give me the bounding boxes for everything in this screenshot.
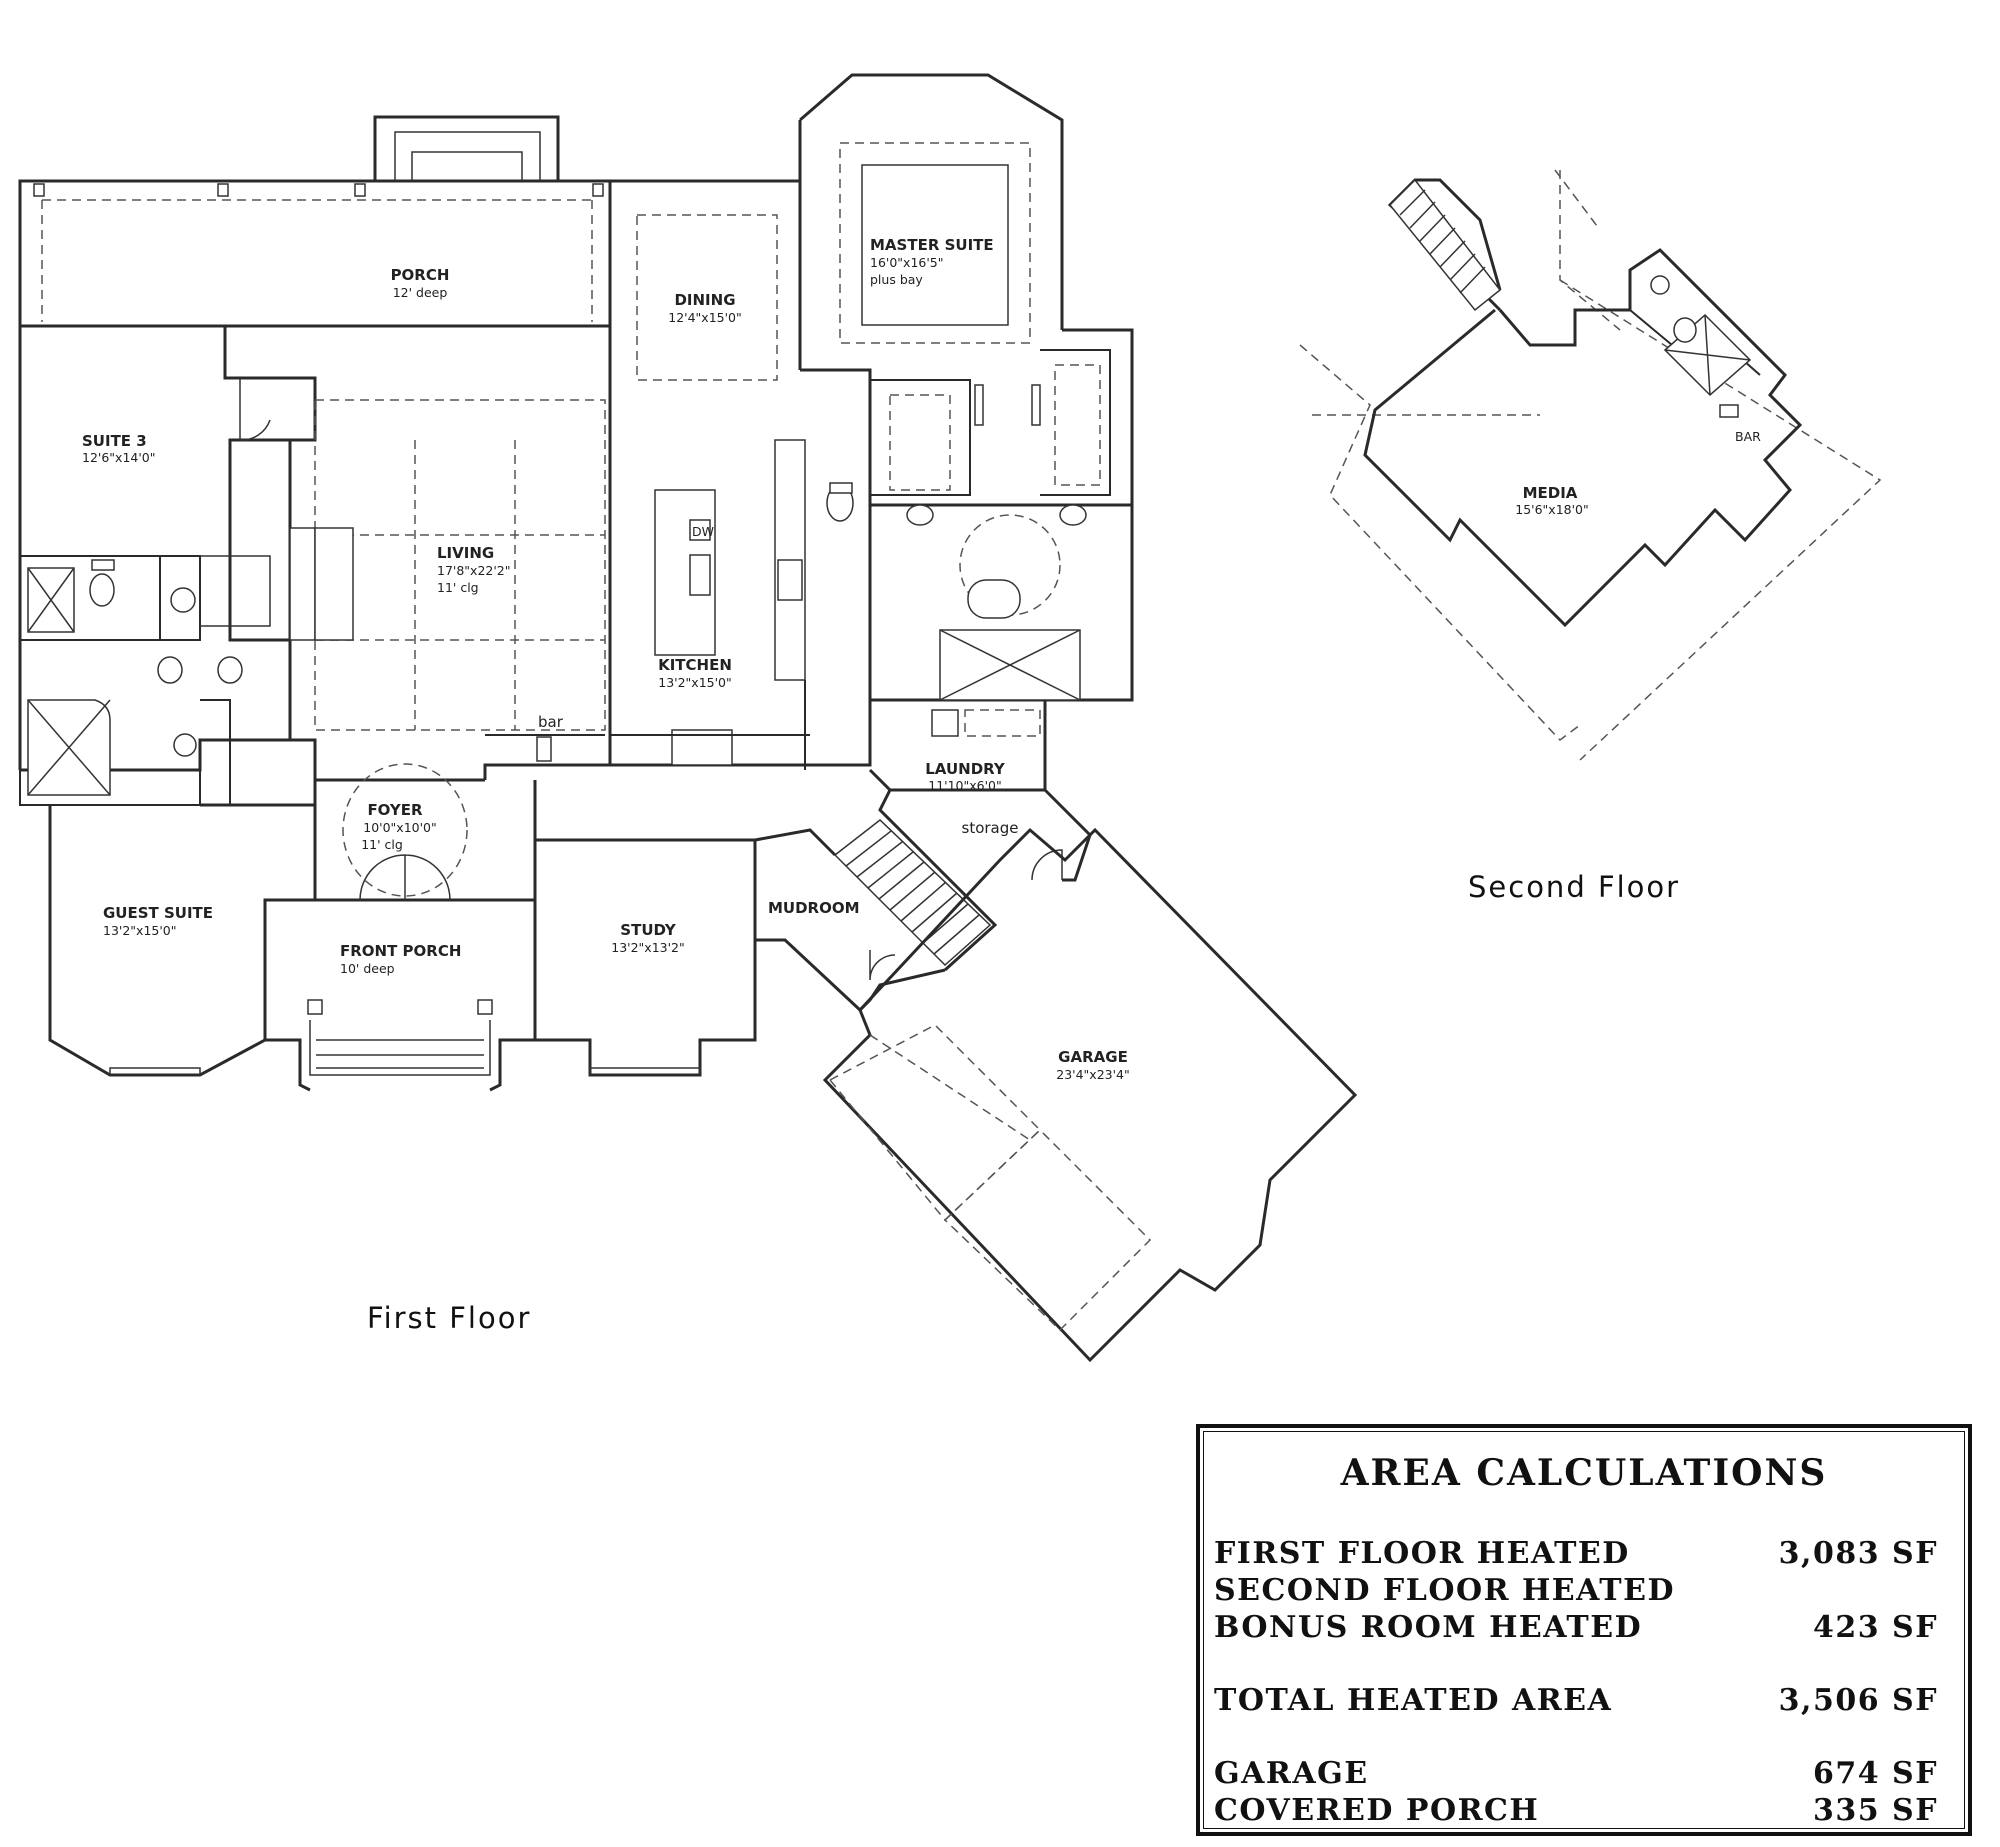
area-calculations-table: AREA CALCULATIONS FIRST FLOOR HEATED 3,0… [1196,1424,1972,1836]
area-value: 335 SF [1812,1793,1938,1828]
bar-label: bar [538,713,564,731]
kitchen-dim: 13'2"x15'0" [658,675,732,690]
foyer-note: 11' clg [361,837,403,852]
foyer-label: FOYER [367,801,423,819]
study-label: STUDY [620,921,677,939]
dining-label: DINING [674,291,735,309]
mudroom-label: MUDROOM [768,899,860,917]
guest-suite [48,803,317,1077]
area-row-covered-porch: COVERED PORCH 335 SF [1214,1793,1938,1833]
stairs-first-floor [833,819,992,967]
study-room [535,838,757,1077]
garage-dim: 23'4"x23'4" [1056,1067,1130,1082]
second-floor-plan: MEDIA 15'6"x18'0" BAR Second Floor [1299,169,1882,904]
first-floor-plan: PORCH 12' deep DINING 12'4"x15'0" MASTER… [18,73,1358,1363]
front-porch-label: FRONT PORCH [340,942,461,960]
area-row-bonus-room: BONUS ROOM HEATED 423 SF [1214,1610,1938,1650]
suite3-dim: 12'6"x14'0" [82,450,156,465]
area-row-total: TOTAL HEATED AREA 3,506 SF [1214,1683,1938,1723]
area-label: FIRST FLOOR HEATED [1214,1536,1630,1571]
area-row-second-floor: SECOND FLOOR HEATED [1214,1573,1938,1613]
master-suite [826,142,1111,701]
rear-porch [18,115,612,328]
garage [822,827,1358,1363]
area-value: 3,083 SF [1778,1536,1938,1571]
area-label: SECOND FLOOR HEATED [1214,1573,1676,1608]
dining-kitchen [610,214,810,770]
second-floor-title: Second Floor [1468,870,1680,904]
dining-dim: 12'4"x15'0" [668,310,742,325]
area-row-first-floor: FIRST FLOOR HEATED 3,083 SF [1214,1536,1938,1576]
area-value: 674 SF [1812,1756,1938,1791]
garage-label: GARAGE [1058,1048,1128,1066]
area-label: GARAGE [1214,1756,1369,1791]
area-calculations-inner-border [1203,1431,1965,1829]
laundry-label: LAUNDRY [925,760,1006,778]
master-suite-label: MASTER SUITE [870,236,994,254]
media-dim: 15'6"x18'0" [1515,502,1589,517]
area-label: BONUS ROOM HEATED [1214,1610,1643,1645]
guest-bath-block [19,640,317,900]
living-dim: 17'8"x22'2" [437,563,511,578]
living-label: LIVING [437,544,494,562]
front-porch-dim: 10' deep [340,961,395,976]
laundry-dim: 11'10"x6'0" [928,778,1002,793]
guest-suite-dim: 13'2"x15'0" [103,923,177,938]
kitchen-label: KITCHEN [658,656,732,674]
area-label: TOTAL HEATED AREA [1214,1683,1613,1718]
area-value: 423 SF [1812,1610,1938,1645]
master-suite-note: plus bay [870,272,923,287]
suite3-label: SUITE 3 [82,432,147,450]
bar-label-second-floor: BAR [1735,429,1761,444]
media-label: MEDIA [1523,484,1578,502]
dishwasher-label: DW [692,524,714,539]
foyer-dim: 10'0"x10'0" [363,820,437,835]
laundry-storage [868,700,1092,972]
living-room [289,399,606,762]
area-value: 3,506 SF [1778,1683,1938,1718]
area-calculations-title: AREA CALCULATIONS [1340,1452,1828,1494]
master-suite-dim: 16'0"x16'5" [870,255,944,270]
area-label: COVERED PORCH [1214,1793,1540,1828]
study-dim: 13'2"x13'2" [611,940,685,955]
living-note: 11' clg [437,580,479,595]
porch-label: PORCH [391,266,450,284]
area-row-garage: GARAGE 674 SF [1214,1756,1938,1796]
porch-dim: 12' deep [393,285,448,300]
suite3-block [20,378,271,641]
first-floor-title: First Floor [367,1301,531,1335]
storage-label: storage [962,819,1019,837]
foyer-front-porch [263,763,537,1092]
guest-suite-label: GUEST SUITE [103,904,213,922]
